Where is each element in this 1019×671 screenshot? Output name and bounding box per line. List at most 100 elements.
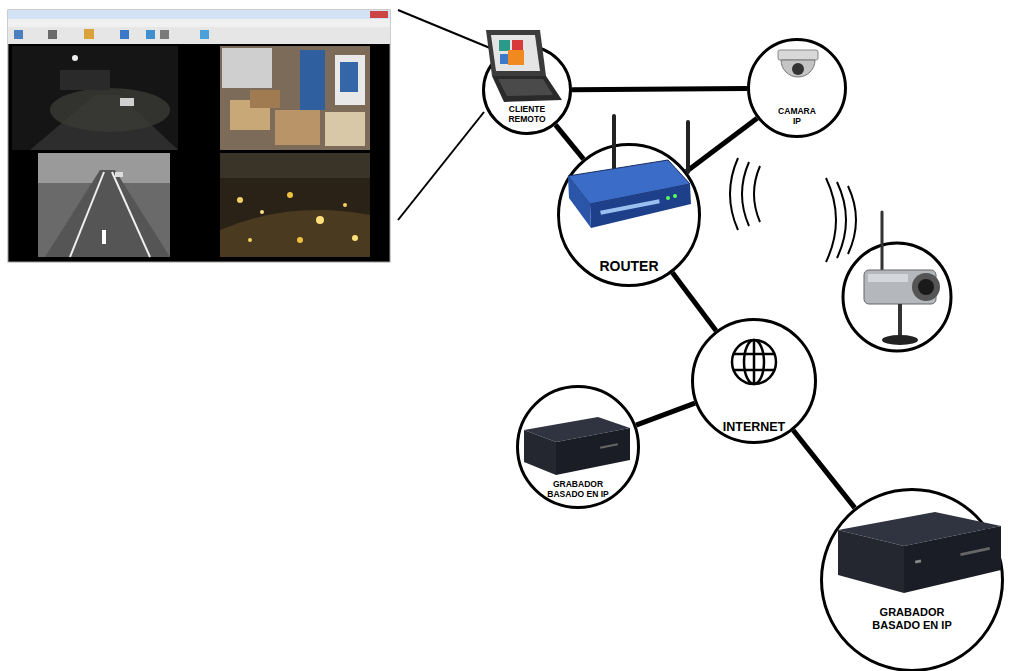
screenshot-window-part — [8, 19, 390, 27]
video-pane-tunnel-part — [102, 230, 106, 244]
node-label-text: INTERNET — [709, 420, 799, 435]
dome-camera-icon-part — [778, 50, 818, 60]
video-pane-warehouse-part — [335, 55, 365, 105]
laptop-icon-part — [492, 76, 562, 102]
node-label-text: GRABADOR BASADO EN IP — [869, 606, 955, 632]
node-outline-circle — [749, 40, 846, 137]
router-icon-part — [568, 160, 690, 204]
video-pane-tunnel-part — [115, 172, 123, 177]
screenshot-window-part — [8, 10, 390, 19]
router-icon-part — [686, 122, 690, 172]
video-pane-warehouse — [220, 46, 370, 150]
wireless-waves — [730, 158, 856, 262]
wireless-waves-part — [848, 186, 856, 254]
node-outline — [820, 488, 1004, 671]
wireless-waves-part — [826, 178, 836, 262]
router-icon-part — [673, 194, 677, 198]
globe-icon-part — [733, 369, 775, 372]
wireless-waves-part — [837, 182, 846, 258]
wireless-camera-icon-part — [882, 335, 918, 345]
wireless-camera-icon-part — [898, 304, 902, 336]
node-label-text: GRABADOR BASADO EN IP — [545, 479, 611, 499]
node-outline-circle — [484, 47, 571, 134]
video-pane-tunnel — [38, 153, 170, 257]
laptop-icon-part — [512, 40, 523, 51]
recorder-icon-part — [524, 417, 630, 442]
video-pane-warehouse-part — [222, 48, 272, 88]
laptop-icon-part — [486, 30, 546, 76]
screenshot-window-part — [370, 11, 388, 18]
laptop-icon-part — [500, 54, 508, 64]
video-pane-night-road-part — [30, 95, 178, 150]
recorder-icon — [838, 512, 1001, 593]
router-icon-part — [612, 116, 616, 182]
globe-icon-part — [753, 340, 756, 384]
node-label: INTERNET — [709, 420, 799, 435]
video-pane-warehouse-part — [275, 110, 320, 145]
recorder-icon-part — [960, 547, 990, 556]
video-pane-night-road-part — [60, 70, 110, 90]
video-pane-tunnel-part — [38, 153, 170, 183]
video-pane-warehouse-part — [220, 46, 370, 150]
screenshot-window-part — [14, 30, 23, 39]
video-pane-city-night-part — [220, 153, 370, 257]
network-node-circle: INTERNET — [691, 318, 817, 444]
video-pane-warehouse-part — [250, 90, 280, 108]
video-pane-city-night-part — [237, 197, 243, 203]
recorder-icon-part — [838, 530, 904, 593]
network-link — [556, 125, 584, 159]
globe-icon-part — [732, 340, 776, 384]
video-pane-tunnel-part — [45, 170, 170, 257]
leader-line-part — [398, 10, 490, 48]
node-label: ROUTER — [584, 258, 674, 275]
leader-line — [398, 10, 490, 220]
network-node-circle: CAMARA IP — [747, 38, 847, 138]
screenshot-window-part — [200, 30, 209, 39]
network-link — [572, 88, 747, 89]
dome-camera-icon — [778, 50, 818, 77]
wireless-camera-icon-part — [912, 273, 940, 301]
network-link — [793, 430, 855, 508]
video-pane-warehouse-part — [325, 112, 365, 146]
node-outline-circle — [559, 145, 700, 286]
network-node-circle: ROUTER — [557, 143, 701, 287]
wireless-camera-icon-part — [881, 212, 884, 272]
video-pane-warehouse-part — [230, 100, 270, 130]
node-label: CLIENTE REMOTO — [498, 104, 556, 124]
video-pane-night-road-part — [120, 98, 134, 106]
video-pane-city-night-part — [352, 235, 358, 241]
leader-line-part — [398, 112, 484, 220]
video-pane-night-road-part — [50, 88, 170, 132]
screenshot-window-part — [84, 29, 94, 39]
recorder-icon — [524, 417, 630, 475]
screenshot-window-part — [8, 10, 390, 262]
laptop-icon-part — [491, 35, 540, 71]
router-icon-part — [666, 196, 670, 200]
node-label: GRABADOR BASADO EN IP — [545, 479, 611, 499]
video-pane-warehouse-part — [300, 50, 325, 110]
laptop-icon-part — [498, 79, 553, 96]
video-pane-city-night-part — [260, 210, 264, 214]
screenshot-window-part — [8, 27, 390, 44]
video-pane-night-road-part — [12, 46, 178, 150]
video-pane-warehouse-part — [340, 62, 358, 92]
node-label-text: ROUTER — [584, 258, 674, 275]
node-outline-circle — [822, 490, 1003, 671]
video-pane-city-night-part — [248, 238, 252, 242]
globe-icon-part — [744, 340, 764, 384]
router-icon-part — [590, 184, 691, 228]
screenshot-window-part — [48, 30, 57, 39]
video-pane-night-road-part — [72, 55, 78, 61]
node-label: GRABADOR BASADO EN IP — [869, 606, 955, 632]
video-pane-city-night-part — [220, 210, 370, 257]
network-node-circle: GRABADOR BASADO EN IP — [820, 488, 1004, 671]
video-pane-tunnel-part — [38, 153, 170, 257]
video-pane-city-night — [220, 153, 370, 257]
video-pane-city-night-part — [220, 153, 370, 178]
node-label-text: CAMARA IP — [774, 106, 820, 126]
globe-icon-part — [733, 353, 775, 356]
router-icon — [568, 116, 691, 228]
laptop-icon-part — [499, 40, 510, 51]
node-label-text: CLIENTE REMOTO — [498, 104, 556, 124]
